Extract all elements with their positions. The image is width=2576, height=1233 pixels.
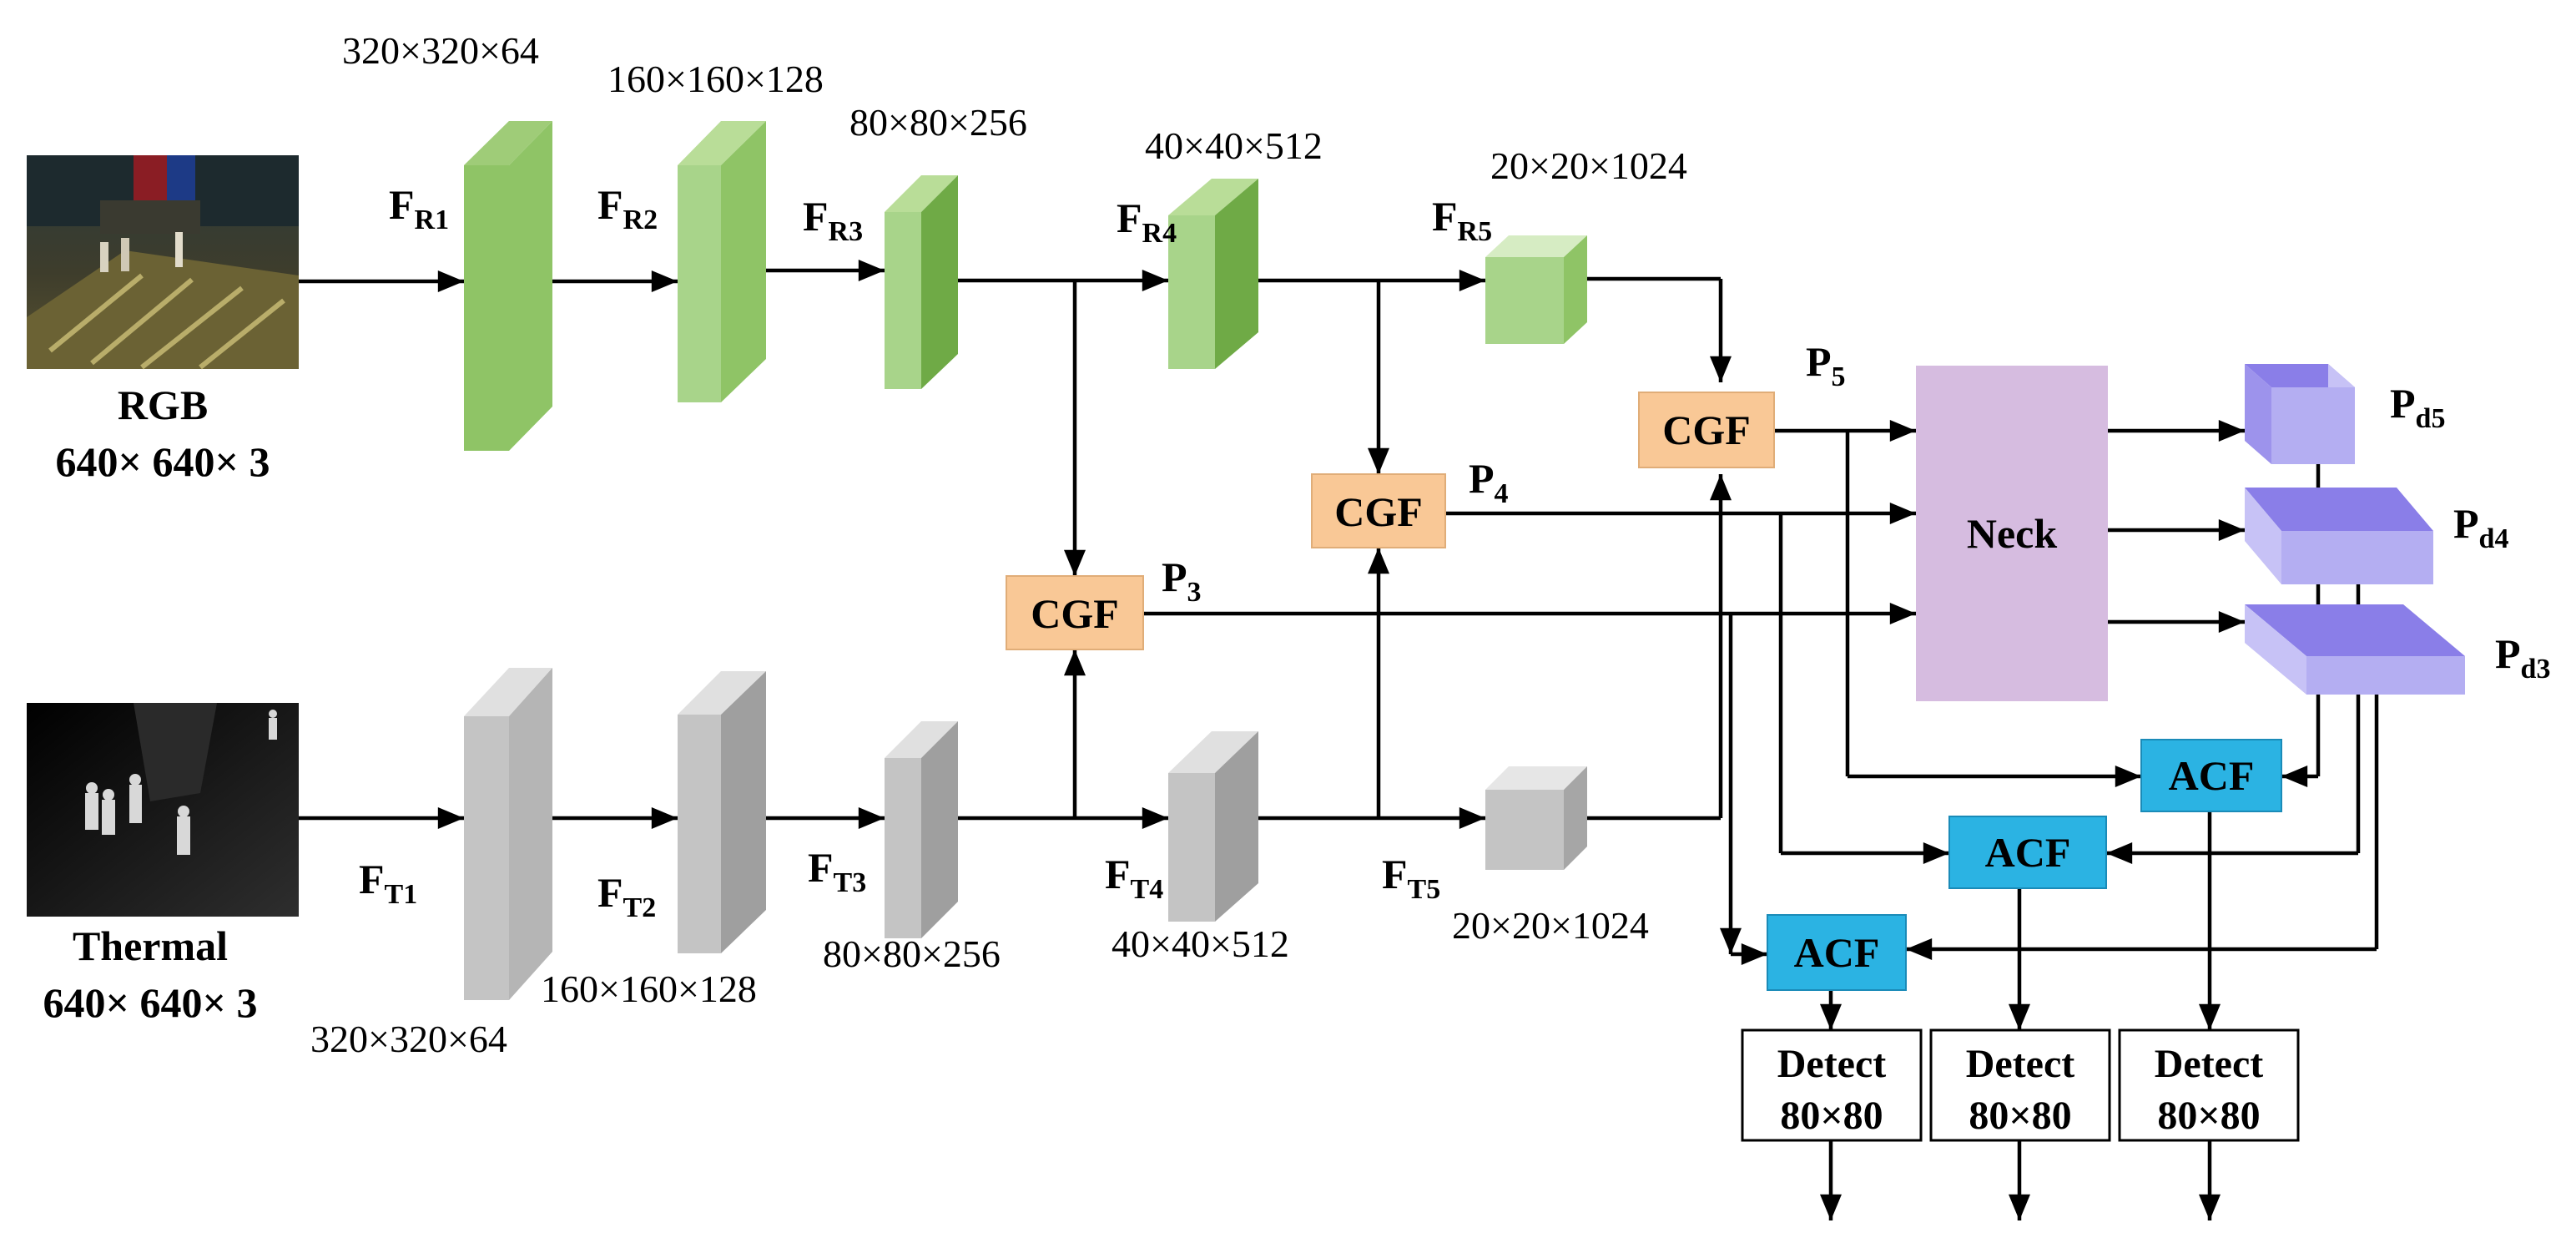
thermal-stage-2-dims: 160×160×128 — [541, 968, 757, 1010]
rgb-stage-2-name: FR2 — [597, 181, 658, 235]
rgb-input-label: RGB — [118, 382, 208, 428]
acf-low-label: ACF — [1794, 929, 1880, 976]
detect-1-label: Detect — [1777, 1042, 1887, 1086]
detect-1-size: 80×80 — [1780, 1094, 1883, 1138]
rgb-stage-5-block — [1485, 235, 1587, 344]
thermal-stage-5-block — [1485, 766, 1587, 870]
thermal-stage-2-block — [678, 671, 766, 953]
rgb-stage-4-block — [1168, 179, 1258, 369]
thermal-stage-5-dims: 20×20×1024 — [1452, 904, 1649, 947]
thermal-input-label: Thermal — [73, 922, 228, 969]
pd5-label: Pd5 — [2390, 380, 2445, 434]
cgf-module-p4: CGF — [1311, 473, 1446, 548]
neck-block: Neck — [1916, 366, 2108, 701]
cgf-module-p3: CGF — [1006, 575, 1144, 650]
rgb-stage-1-dims: 320×320×64 — [342, 29, 539, 72]
thermal-stage-1-name: FT1 — [359, 856, 417, 910]
thermal-input-image — [27, 703, 299, 917]
detect-box-3: Detect 80×80 — [2118, 1028, 2300, 1142]
rgb-input-size: 640× 640× 3 — [56, 438, 270, 485]
detect-2-label: Detect — [1966, 1042, 2075, 1086]
acf-module-top: ACF — [2140, 739, 2282, 812]
rgb-stage-3-block — [885, 175, 958, 389]
pd3-label: Pd3 — [2495, 630, 2550, 685]
cgf-p5-label: CGF — [1662, 407, 1751, 453]
acf-module-low: ACF — [1767, 914, 1907, 991]
p3-label: P3 — [1162, 553, 1202, 608]
rgb-stage-5-name: FR5 — [1432, 193, 1492, 247]
detect-3-size: 80×80 — [2157, 1094, 2260, 1138]
thermal-stage-3-dims: 80×80×256 — [823, 932, 1001, 975]
cgf-module-p5: CGF — [1638, 392, 1775, 468]
thermal-stage-4-block — [1168, 731, 1258, 922]
rgb-stage-1-name: FR1 — [389, 181, 449, 235]
thermal-stage-3-block — [885, 721, 958, 938]
detect-box-2: Detect 80×80 — [1929, 1028, 2111, 1142]
thermal-stage-5-name: FT5 — [1382, 851, 1440, 905]
detect-3-label: Detect — [2155, 1042, 2264, 1086]
rgb-stage-3-name: FR3 — [803, 193, 863, 247]
cgf-p4-label: CGF — [1334, 488, 1423, 535]
neck-label: Neck — [1967, 510, 2057, 557]
connections — [299, 260, 2379, 1221]
acf-top-label: ACF — [2169, 752, 2255, 799]
p4-label: P4 — [1469, 455, 1509, 509]
rgb-stage-3-dims: 80×80×256 — [849, 101, 1027, 144]
rgb-stage-5-dims: 20×20×1024 — [1490, 144, 1687, 187]
rgb-stage-2-block — [678, 121, 766, 402]
rgb-stage-2-dims: 160×160×128 — [607, 58, 824, 100]
cgf-p3-label: CGF — [1031, 590, 1119, 637]
thermal-stage-4-name: FT4 — [1105, 851, 1163, 905]
rgb-input-image — [27, 155, 299, 370]
thermal-stage-4-dims: 40×40×512 — [1112, 922, 1289, 965]
pd3-block — [2245, 604, 2465, 695]
rgb-stage-4-name: FR4 — [1117, 195, 1177, 249]
thermal-stage-2-name: FT2 — [597, 869, 656, 923]
p5-label: P5 — [1806, 338, 1846, 392]
thermal-stage-1-dims: 320×320×64 — [310, 1018, 507, 1060]
detect-box-1: Detect 80×80 — [1741, 1028, 1923, 1142]
thermal-stage-3-name: FT3 — [808, 844, 866, 898]
thermal-input-size: 640× 640× 3 — [43, 979, 258, 1026]
thermal-stage-1-block — [464, 668, 552, 1000]
acf-module-mid: ACF — [1948, 816, 2107, 889]
rgb-stage-4-dims: 40×40×512 — [1145, 124, 1323, 167]
acf-mid-label: ACF — [1985, 829, 2071, 876]
detect-2-size: 80×80 — [1969, 1094, 2071, 1138]
pd5-block — [2245, 364, 2355, 464]
rgb-stage-1-block — [464, 121, 552, 451]
pd4-block — [2245, 488, 2433, 584]
pd4-label: Pd4 — [2453, 500, 2508, 554]
